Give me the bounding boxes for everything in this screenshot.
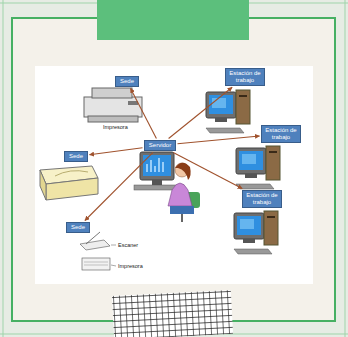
label-box: Estación de trabajo <box>225 68 265 86</box>
box-text: Estación de trabajo <box>265 127 297 141</box>
printer-bottom <box>82 258 110 270</box>
connector-arrow <box>85 152 153 220</box>
label-box: Sede <box>115 76 139 87</box>
workstation <box>206 90 250 133</box>
connector-arrow <box>131 88 157 138</box>
device-label: Impresora <box>103 124 128 130</box>
connector-arrow <box>178 136 260 144</box>
box-text: Estación de trabajo <box>229 70 261 84</box>
tape-top <box>97 0 249 40</box>
label-box: Estación de trabajo <box>261 125 301 143</box>
box-text: Sede <box>70 224 86 231</box>
workstation <box>234 211 278 254</box>
connector-arrow <box>90 148 143 155</box>
printer-top <box>84 88 142 122</box>
box-text: Servidor <box>148 142 172 149</box>
label-box: Sede <box>66 222 90 233</box>
scanner-left <box>40 166 98 200</box>
workstation <box>236 146 280 189</box>
leader-line <box>111 265 116 266</box>
scanner-bottom <box>80 232 110 250</box>
label-box: Estación de trabajo <box>242 190 282 208</box>
frame <box>12 18 335 321</box>
connector-arrow <box>169 87 233 138</box>
label-box: Sede <box>64 151 88 162</box>
server-user <box>134 152 200 222</box>
connector-arrow <box>173 152 242 188</box>
box-text: Sede <box>119 78 135 85</box>
box-text: Sede <box>68 153 84 160</box>
tape-bottom <box>112 290 233 337</box>
diagram-panel <box>35 66 313 284</box>
label-box: Servidor <box>144 140 176 151</box>
device-label: Impresora <box>118 263 143 269</box>
box-text: Estación de trabajo <box>246 192 278 206</box>
leader-line <box>111 245 116 246</box>
device-label: Escaner <box>118 242 138 248</box>
